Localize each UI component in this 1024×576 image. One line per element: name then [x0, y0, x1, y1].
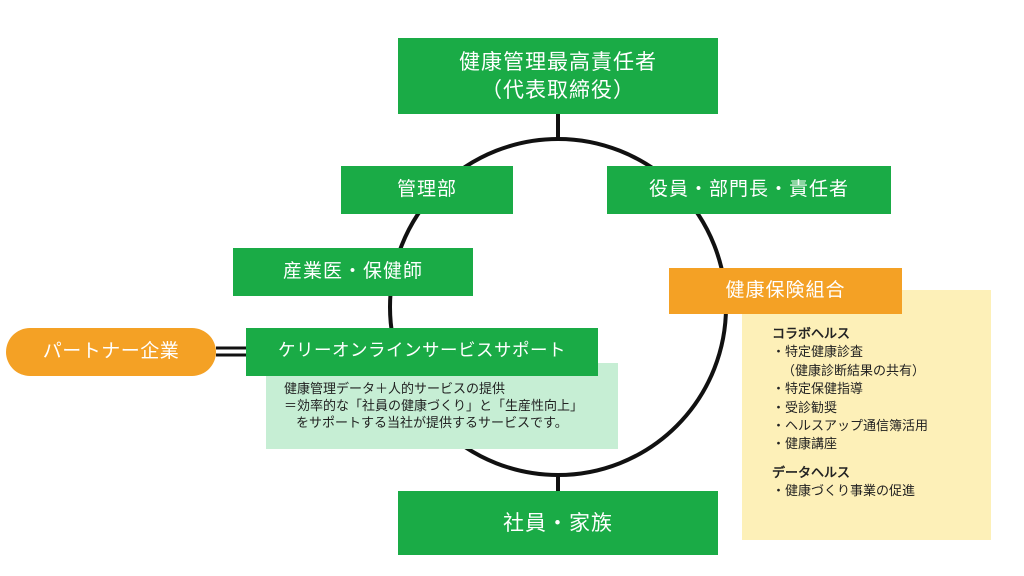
executives-label: 役員・部門長・責任者	[648, 178, 849, 201]
support-description-line-3: をサポートする当社が提供するサービスです。	[296, 416, 568, 431]
collabo-item-5: ・ヘルスアップ通信簿活用	[772, 419, 929, 435]
chief-health-officer-box: 健康管理最高責任者 （代表取締役）	[398, 38, 718, 114]
collabo-item-1: ・特定健康診査	[772, 345, 864, 361]
partner-company-label: パートナー企業	[42, 340, 180, 363]
health-insurance-union-label: 健康保険組合	[725, 279, 846, 302]
collabo-health-heading: コラボヘルス	[772, 327, 851, 342]
collabo-item-3: ・特定保健指導	[772, 382, 864, 398]
industrial-doctor-label: 産業医・保健師	[282, 260, 423, 283]
employees-family-box: 社員・家族	[398, 491, 718, 555]
support-description-panel: 健康管理データ＋人的サービスの提供 ＝効率的な「社員の健康づくり」と「生産性向上…	[266, 363, 618, 449]
support-description-line-2: ＝効率的な「社員の健康づくり」と「生産性向上」	[284, 399, 584, 414]
collabo-item-4: ・受診勧奨	[772, 400, 838, 416]
data-health-item-1: ・健康づくり事業の促進	[772, 484, 916, 500]
online-service-support-box: ケリーオンラインサービスサポート	[246, 328, 598, 376]
insurer-details-panel: コラボヘルス ・特定健康診査 （健康診断結果の共有） ・特定保健指導 ・受診勧奨…	[742, 290, 991, 540]
executives-box: 役員・部門長・責任者	[607, 166, 891, 214]
partner-company-pill: パートナー企業	[6, 328, 216, 376]
employees-family-label: 社員・家族	[503, 510, 613, 535]
management-dept-label: 管理部	[396, 178, 457, 201]
data-health-heading: データヘルス	[772, 465, 851, 481]
chief-health-officer-role: （代表取締役）	[481, 78, 635, 102]
collabo-item-2: （健康診断結果の共有）	[782, 363, 926, 379]
industrial-doctor-box: 産業医・保健師	[233, 248, 473, 296]
chief-health-officer-title: 健康管理最高責任者	[459, 49, 657, 74]
collabo-item-6: ・健康講座	[772, 437, 838, 453]
management-dept-box: 管理部	[341, 166, 513, 214]
health-insurance-union-box: 健康保険組合	[669, 268, 902, 314]
online-service-support-label: ケリーオンラインサービスサポート	[278, 341, 566, 362]
support-description-line-1: 健康管理データ＋人的サービスの提供	[284, 382, 506, 397]
